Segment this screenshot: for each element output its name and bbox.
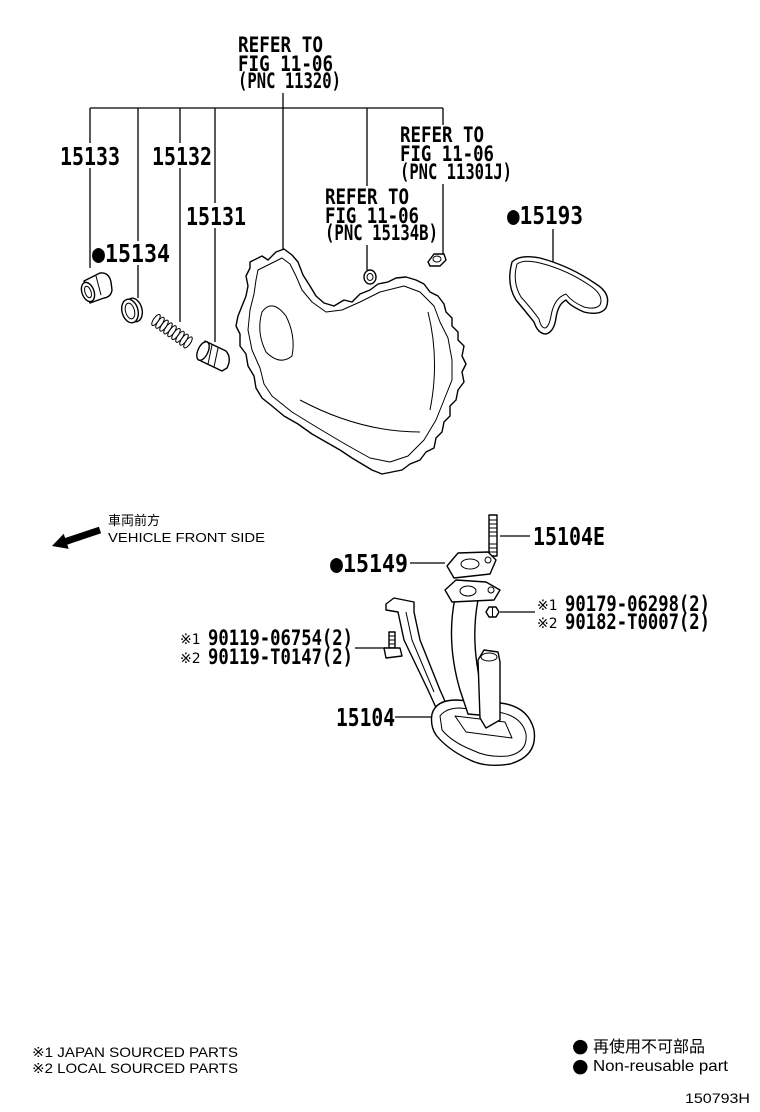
part-15104-oil-strainer bbox=[385, 579, 536, 767]
part-15149-gasket bbox=[446, 551, 497, 579]
legend-bullet-icon-jp: ● bbox=[572, 1035, 589, 1057]
reference-11320-line1: REFER TO bbox=[238, 33, 323, 57]
label-15133: 15133 bbox=[60, 142, 120, 171]
part-11301j-plug bbox=[427, 253, 447, 267]
legend-label-en: Non-reusable part bbox=[593, 1058, 729, 1075]
transmission-case bbox=[235, 248, 467, 475]
reference-11320-line3: (PNC 11320) bbox=[238, 69, 341, 93]
note-local-sourced: ※2 LOCAL SOURCED PARTS bbox=[32, 1060, 238, 1076]
reference-11301j-line3: (PNC 11301J) bbox=[400, 160, 512, 184]
part-15134-ring bbox=[120, 297, 144, 324]
reference-15134b: REFER TO FIG 11-06 (PNC 15134B) bbox=[325, 185, 438, 245]
reference-15134b-line3: (PNC 15134B) bbox=[325, 221, 438, 245]
strainer-flange bbox=[444, 579, 501, 603]
nut-part bbox=[485, 606, 500, 618]
legend-bullet-icon-en: ● bbox=[572, 1055, 589, 1077]
sourcing-notes: ※1 JAPAN SOURCED PARTS ※2 LOCAL SOURCED … bbox=[32, 1044, 238, 1076]
label-15104e: 15104E bbox=[533, 522, 605, 551]
vehicle-front-label-en: VEHICLE FRONT SIDE bbox=[108, 530, 265, 545]
reference-11320-line2: FIG 11-06 bbox=[238, 52, 333, 76]
bolt-1-mark: ※1 bbox=[180, 632, 201, 648]
legend: ● 再使用不可部品 ● Non-reusable part bbox=[572, 1035, 729, 1077]
part-15104e-stud bbox=[488, 514, 498, 557]
case-opening bbox=[259, 305, 294, 361]
reference-11320: REFER TO FIG 11-06 (PNC 11320) bbox=[238, 33, 341, 93]
label-15149: ●15149 bbox=[330, 549, 408, 578]
part-15133-plug bbox=[80, 272, 113, 304]
diagram-id: 150793H bbox=[685, 1090, 750, 1106]
nut-1-number: 90179-06298(2) bbox=[565, 592, 710, 616]
part-15131-plug bbox=[196, 340, 230, 372]
legend-label-jp: 再使用不可部品 bbox=[593, 1038, 705, 1056]
part-15132-spring bbox=[151, 313, 193, 349]
reference-11301j: REFER TO FIG 11-06 (PNC 11301J) bbox=[400, 123, 512, 184]
leader-lines bbox=[89, 93, 554, 718]
nut-labels: ※1 90179-06298(2) ※2 90182-T0007(2) bbox=[537, 592, 710, 634]
vehicle-front-label-jp: 車両前方 bbox=[108, 513, 160, 528]
reference-15134b-line1: REFER TO bbox=[325, 185, 409, 209]
bolt-labels: ※1 90119-06754(2) ※2 90119-T0147(2) bbox=[180, 626, 353, 669]
vehicle-front-indicator: 車両前方 VEHICLE FRONT SIDE bbox=[52, 513, 265, 549]
bolt-2-mark: ※2 bbox=[180, 651, 201, 667]
nut-1-mark: ※1 bbox=[537, 598, 558, 614]
label-15193: ●15193 bbox=[507, 201, 583, 230]
reference-11301j-line2: FIG 11-06 bbox=[400, 142, 494, 166]
note-japan-sourced: ※1 JAPAN SOURCED PARTS bbox=[32, 1044, 238, 1060]
reference-15134b-line2: FIG 11-06 bbox=[325, 204, 419, 228]
label-15131: 15131 bbox=[186, 202, 246, 231]
bolt-part bbox=[383, 631, 403, 659]
reference-11301j-line1: REFER TO bbox=[400, 123, 484, 147]
label-15132: 15132 bbox=[152, 142, 212, 171]
part-15134b-ring bbox=[363, 269, 377, 285]
bolt-2-number: 90119-T0147(2) bbox=[208, 645, 353, 669]
nut-2-mark: ※2 bbox=[537, 616, 558, 632]
label-15104: 15104 bbox=[336, 703, 395, 732]
part-15193-gasket bbox=[509, 255, 609, 335]
label-15134: ●15134 bbox=[92, 239, 170, 268]
vehicle-front-arrow-icon bbox=[52, 526, 102, 549]
bolt-1-number: 90119-06754(2) bbox=[208, 626, 353, 650]
strainer-outlet bbox=[477, 649, 501, 729]
nut-2-number: 90182-T0007(2) bbox=[565, 610, 710, 634]
